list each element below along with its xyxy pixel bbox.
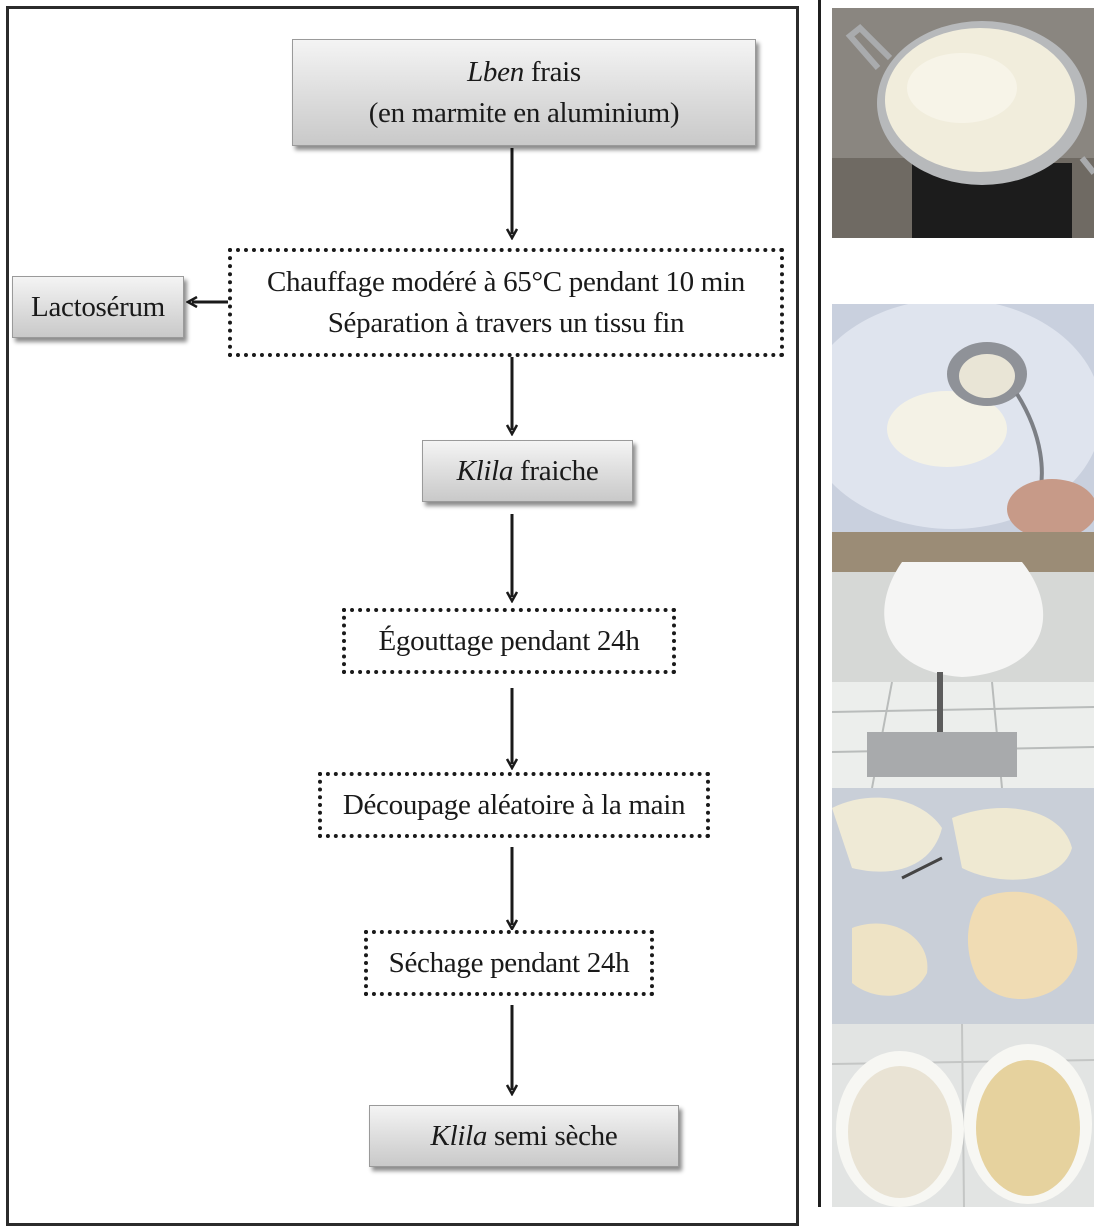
decoupage-box: Découpage aléatoire à la main: [318, 772, 710, 838]
flow-connectors: [0, 148, 820, 1207]
sechage-box: Séchage pendant 24h: [364, 930, 654, 996]
lactoserum-label: Lactosérum: [31, 290, 165, 323]
milk-pot-photo: [832, 8, 1094, 238]
lactoserum-box: Lactosérum: [12, 276, 184, 338]
chauffage-line1: Chauffage modéré à 65°C pendant 10 min: [266, 265, 746, 298]
chauffage-line2: Séparation à travers un tissu fin: [327, 306, 685, 339]
egouttage-label: Égouttage pendant 24h: [378, 624, 640, 657]
egouttage-box: Égouttage pendant 24h: [342, 608, 676, 674]
sechage-label: Séchage pendant 24h: [388, 946, 630, 979]
klila-fraiche-label: Klila fraiche: [456, 454, 599, 487]
lben-frais-line1: Lben frais: [467, 55, 581, 88]
klila-semi-seche-box: Klila semi sèche: [369, 1105, 679, 1167]
klila-fraiche-box: Klila fraiche: [422, 440, 633, 502]
lben-frais-box: Lben frais (en marmite en aluminium): [292, 39, 756, 146]
hanging-cloth-bag-photo: [832, 532, 1094, 788]
lben-frais-line2: (en marmite en aluminium): [368, 96, 680, 129]
panel-divider: [818, 0, 821, 1207]
ladle-cloth-photo: [832, 304, 1094, 532]
decoupage-label: Découpage aléatoire à la main: [342, 788, 686, 821]
broken-curd-photo: [832, 788, 1094, 1024]
klila-semi-label: Klila semi sèche: [430, 1119, 618, 1152]
chauffage-separation-box: Chauffage modéré à 65°C pendant 10 min S…: [228, 248, 784, 357]
two-bowls-dried-klila-photo: [832, 1024, 1094, 1207]
